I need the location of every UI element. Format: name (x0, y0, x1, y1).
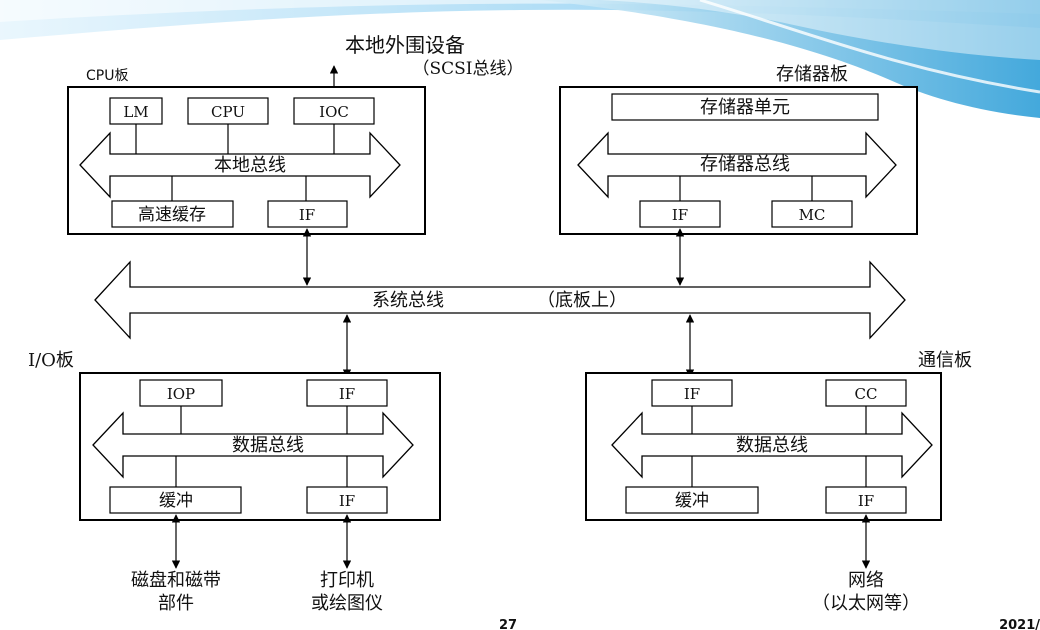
io-board-title: I/O板 (28, 350, 74, 371)
memory-bus-label: 存储器总线 (700, 154, 790, 175)
network-label-2: （以太网等） (812, 593, 920, 614)
ioc-box (293, 97, 375, 125)
cc-label: CC (855, 385, 878, 403)
page-number: 27 (499, 618, 517, 630)
ioc-label: IOC (319, 103, 349, 121)
io-if-top-box (306, 379, 388, 407)
comm-buffer-label: 缓冲 (675, 491, 709, 511)
cpu-label: CPU (211, 103, 245, 121)
system-bus: 系统总线 （底板上） (94, 260, 906, 340)
mc-label: MC (799, 206, 826, 224)
local-bus-arrow (79, 131, 401, 199)
iop-box (139, 379, 223, 407)
network-label: 网络 (848, 570, 884, 591)
peripheral-top-label: 本地外围设备 (345, 33, 465, 57)
memory-bus-arrow (577, 131, 897, 199)
mc-box (771, 200, 853, 228)
comm-if-top-label: IF (684, 385, 700, 403)
cpu-board: CPU板 LM CPU IOC 本地总线 高速缓存 IF (67, 68, 426, 235)
comm-if-top-box (651, 379, 733, 407)
io-board: I/O板 IOP IF 数据总线 缓冲 IF (28, 350, 441, 521)
comm-data-bus-arrow (611, 411, 933, 479)
system-bus-note: （底板上） (537, 290, 627, 311)
comm-if-bottom-label: IF (858, 492, 874, 510)
memory-if-box (639, 200, 721, 228)
local-bus-label: 本地总线 (214, 155, 286, 176)
io-if-top-label: IF (339, 385, 355, 403)
io-data-bus-label: 数据总线 (232, 435, 304, 456)
printer-device-label-2: 或绘图仪 (311, 593, 383, 614)
io-if-bottom-box (306, 486, 388, 514)
slide-date: 2021/ (999, 618, 1040, 630)
comm-board-title: 通信板 (918, 350, 972, 371)
comm-if-bottom-box (825, 486, 907, 514)
printer-device-label: 打印机 (320, 570, 374, 591)
scsi-bus-label: （SCSI总线） (412, 59, 523, 79)
memory-board-title: 存储器板 (776, 64, 848, 85)
cpu-if-box (267, 200, 348, 228)
system-bus-label: 系统总线 (372, 290, 444, 311)
memory-unit-box (611, 93, 879, 121)
cpu-if-label: IF (299, 206, 315, 224)
memory-board: 存储器板 存储器单元 存储器总线 IF MC (559, 64, 918, 235)
disk-device-label-2: 部件 (158, 593, 194, 614)
io-buffer-box (109, 486, 242, 514)
cpu-box (187, 97, 269, 125)
comm-data-bus-label: 数据总线 (736, 435, 808, 456)
disk-device-label: 磁盘和磁带 (131, 570, 221, 591)
cc-box (825, 379, 907, 407)
cache-box (111, 200, 234, 228)
iop-label: IOP (167, 385, 195, 403)
lm-label: LM (123, 103, 148, 121)
io-if-bottom-label: IF (339, 492, 355, 510)
system-bus-arrow (94, 260, 906, 340)
cpu-board-title: CPU板 (86, 68, 128, 84)
comm-buffer-box (625, 486, 759, 514)
memory-unit-label: 存储器单元 (700, 97, 790, 118)
io-buffer-label: 缓冲 (159, 491, 193, 511)
memory-if-label: IF (672, 206, 688, 224)
cache-label: 高速缓存 (138, 205, 206, 225)
comm-board: 通信板 IF CC 数据总线 缓冲 IF (585, 350, 972, 521)
io-data-bus-arrow (92, 411, 414, 479)
